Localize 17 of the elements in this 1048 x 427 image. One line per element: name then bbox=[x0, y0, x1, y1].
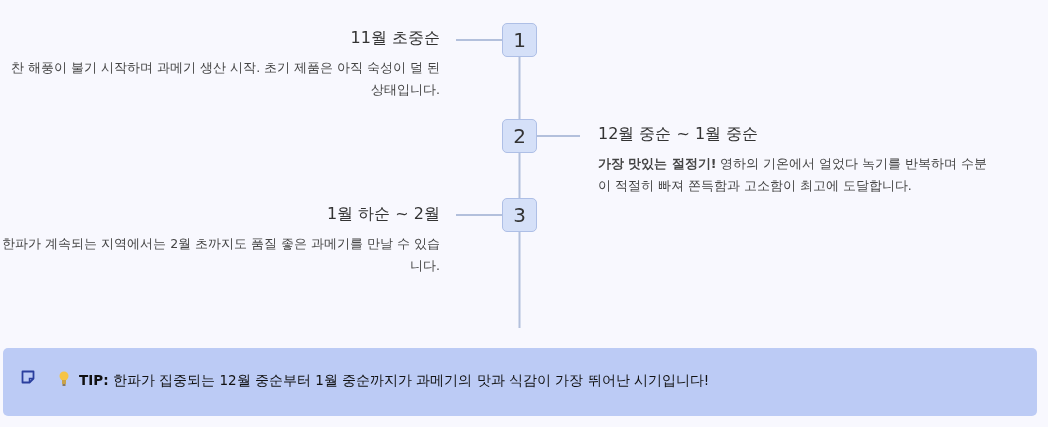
tip-text: TIP: 한파가 집중되는 12월 중순부터 1월 중순까지가 과메기의 맛과 식감이 가장 뛰어난 시기입니다! bbox=[79, 372, 710, 390]
period-heading: 12월 중순 ~ 1월 중순 bbox=[598, 124, 760, 145]
period-description: 한파가 계속되는 지역에서는 2월 초까지도 품질 좋은 과메기를 만날 수 있습니다. bbox=[1, 235, 440, 275]
connector-line bbox=[455, 39, 503, 41]
step-number: 2 bbox=[502, 119, 537, 153]
period-heading: 1월 하순 ~ 2월 bbox=[325, 204, 440, 225]
step-number: 1 bbox=[502, 23, 537, 57]
connector-line bbox=[536, 135, 581, 137]
connector-line bbox=[455, 214, 503, 216]
connector-line bbox=[518, 231, 521, 329]
tip-callout bbox=[3, 348, 1037, 416]
period-heading: 11월 초중순 bbox=[349, 28, 440, 49]
connector-line bbox=[518, 56, 521, 120]
period-description: 가장 맛있는 절정기! 영하의 기온에서 얼었다 녹기를 반복하며 수분이 적절히 빠져 쫀득함과 고소함이 최고에 도달합니다. bbox=[598, 155, 989, 195]
connector-line bbox=[518, 152, 521, 199]
period-description: 찬 해풍이 불기 시작하며 과메기 생산 시작. 초기 제품은 아직 숙성이 덜 된 상태입니다. bbox=[10, 59, 440, 99]
step-number: 3 bbox=[502, 198, 537, 232]
